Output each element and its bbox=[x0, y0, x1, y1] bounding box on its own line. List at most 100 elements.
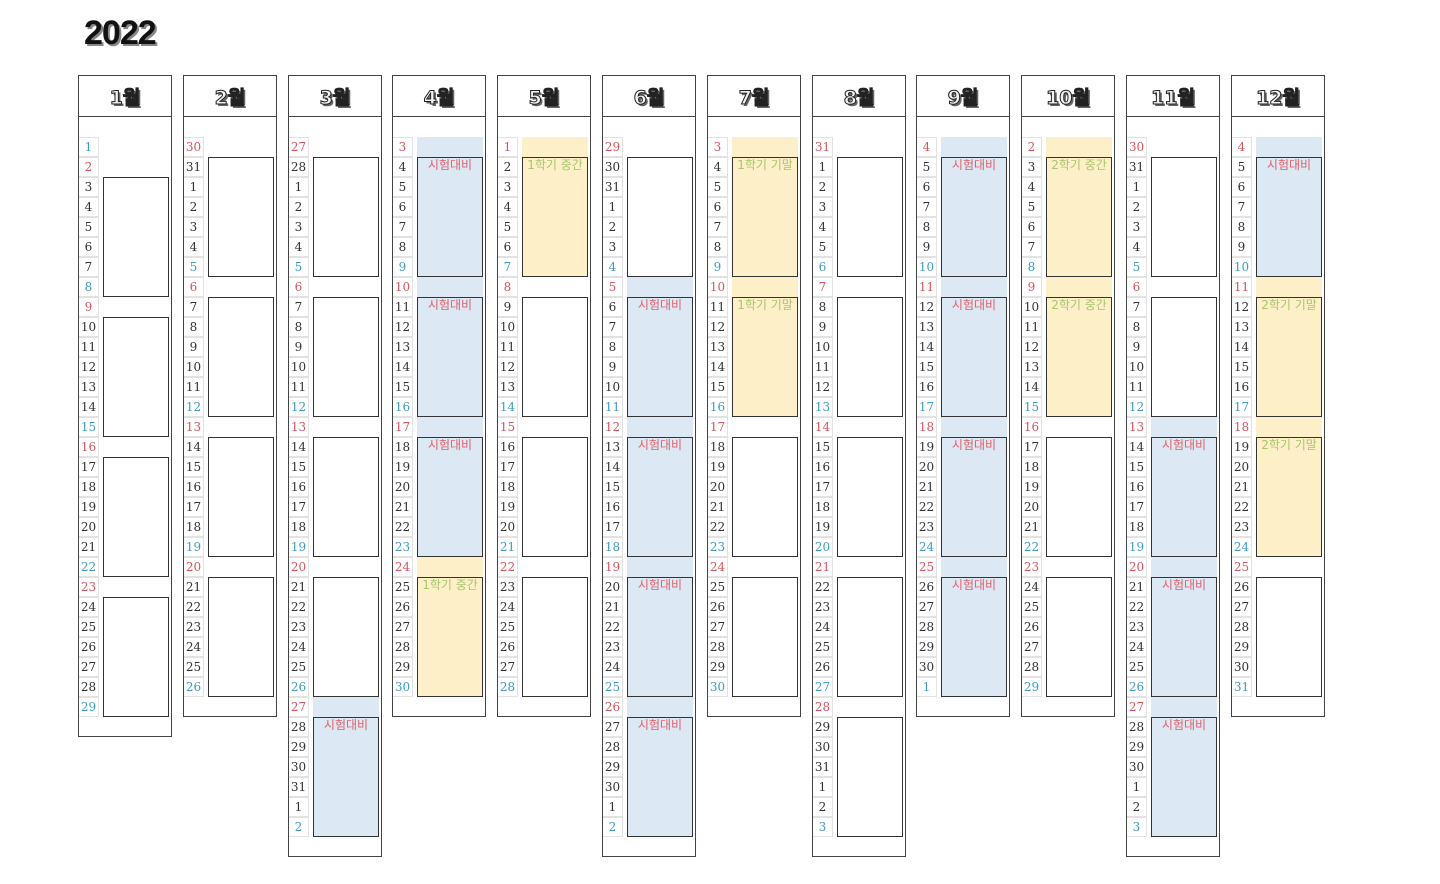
exam-prep-week-box[interactable]: 시험대비 bbox=[417, 157, 483, 277]
week-box[interactable] bbox=[103, 317, 169, 437]
day-cell: 20 bbox=[917, 457, 937, 477]
exam-prep-week-box[interactable]: 시험대비 bbox=[627, 437, 693, 557]
exam-prep-week-box[interactable]: 시험대비 bbox=[941, 157, 1007, 277]
week-box[interactable] bbox=[732, 577, 798, 697]
day-cell: 16 bbox=[1232, 377, 1252, 397]
day-cell: 6 bbox=[813, 257, 833, 277]
exam-prep-week-box[interactable]: 시험대비 bbox=[313, 717, 379, 837]
exam-prep-week-box[interactable]: 시험대비 bbox=[941, 297, 1007, 417]
exam-prep-week-box[interactable]: 시험대비 bbox=[1151, 717, 1217, 837]
day-cell: 29 bbox=[1232, 637, 1252, 657]
week-box[interactable] bbox=[627, 157, 693, 277]
day-cell: 12 bbox=[1127, 397, 1147, 417]
exam-prep-week-box[interactable]: 시험대비 bbox=[417, 437, 483, 557]
day-cell: 17 bbox=[289, 497, 309, 517]
day-cell: 1 bbox=[1127, 177, 1147, 197]
week-box[interactable] bbox=[1046, 437, 1112, 557]
exam-week-box[interactable]: 2학기 중간 bbox=[1046, 297, 1112, 417]
exam-week-box[interactable]: 2학기 중간 bbox=[1046, 157, 1112, 277]
day-cell: 7 bbox=[603, 317, 623, 337]
day-cell: 11 bbox=[498, 337, 518, 357]
week-box[interactable] bbox=[837, 437, 903, 557]
day-cell: 14 bbox=[79, 397, 99, 417]
week-box[interactable] bbox=[103, 597, 169, 717]
day-cell: 11 bbox=[79, 337, 99, 357]
week-box[interactable] bbox=[313, 437, 379, 557]
day-cell: 20 bbox=[813, 537, 833, 557]
day-cell: 10 bbox=[603, 377, 623, 397]
day-cell: 13 bbox=[393, 337, 413, 357]
week-box[interactable] bbox=[732, 437, 798, 557]
day-cell: 1 bbox=[813, 777, 833, 797]
week-box[interactable] bbox=[103, 457, 169, 577]
day-cell: 25 bbox=[603, 677, 623, 697]
day-cell: 5 bbox=[603, 277, 623, 297]
day-cell: 14 bbox=[289, 437, 309, 457]
day-cell: 26 bbox=[498, 637, 518, 657]
exam-week-box[interactable]: 2학기 기말 bbox=[1256, 297, 1322, 417]
week-box[interactable] bbox=[837, 157, 903, 277]
day-cell: 14 bbox=[813, 417, 833, 437]
week-box[interactable] bbox=[1151, 157, 1217, 277]
day-cell: 30 bbox=[1232, 657, 1252, 677]
week-box[interactable] bbox=[837, 297, 903, 417]
week-box[interactable] bbox=[208, 437, 274, 557]
day-cell: 13 bbox=[813, 397, 833, 417]
day-cell: 18 bbox=[603, 537, 623, 557]
exam-prep-week-box[interactable]: 시험대비 bbox=[941, 437, 1007, 557]
exam-week-box[interactable]: 2학기 기말 bbox=[1256, 437, 1322, 557]
day-cell: 11 bbox=[393, 297, 413, 317]
day-cell: 18 bbox=[708, 437, 728, 457]
week-box[interactable] bbox=[837, 717, 903, 837]
exam-prep-week-box[interactable]: 시험대비 bbox=[1151, 577, 1217, 697]
week-box[interactable] bbox=[208, 577, 274, 697]
week-box[interactable] bbox=[313, 297, 379, 417]
day-cell: 15 bbox=[393, 377, 413, 397]
exam-week-box[interactable]: 1학기 기말 bbox=[732, 157, 798, 277]
week-box[interactable] bbox=[522, 297, 588, 417]
day-cell: 1 bbox=[289, 797, 309, 817]
day-cell: 24 bbox=[498, 597, 518, 617]
day-cell: 29 bbox=[1022, 677, 1042, 697]
day-cell: 23 bbox=[917, 517, 937, 537]
week-box[interactable] bbox=[1046, 577, 1112, 697]
week-box[interactable] bbox=[1151, 297, 1217, 417]
day-cell: 11 bbox=[917, 277, 937, 297]
exam-prep-week-box[interactable]: 시험대비 bbox=[627, 577, 693, 697]
day-cell: 12 bbox=[603, 417, 623, 437]
exam-prep-week-box[interactable]: 시험대비 bbox=[1151, 437, 1217, 557]
exam-week-box[interactable]: 1학기 기말 bbox=[732, 297, 798, 417]
day-cell: 20 bbox=[393, 477, 413, 497]
exam-prep-week-box[interactable]: 시험대비 bbox=[417, 297, 483, 417]
week-box[interactable] bbox=[313, 577, 379, 697]
exam-prep-week-box[interactable]: 시험대비 bbox=[941, 577, 1007, 697]
week-box[interactable] bbox=[522, 437, 588, 557]
week-box[interactable] bbox=[313, 157, 379, 277]
exam-week-box[interactable]: 1학기 중간 bbox=[522, 157, 588, 277]
exam-week-box[interactable]: 1학기 중간 bbox=[417, 577, 483, 697]
day-cell: 6 bbox=[184, 277, 204, 297]
day-cell: 31 bbox=[603, 177, 623, 197]
day-cell: 10 bbox=[79, 317, 99, 337]
exam-prep-week-box[interactable]: 시험대비 bbox=[627, 297, 693, 417]
week-box[interactable] bbox=[522, 577, 588, 697]
day-cell: 19 bbox=[79, 497, 99, 517]
exam-prep-week-box[interactable]: 시험대비 bbox=[627, 717, 693, 837]
day-cell: 11 bbox=[1127, 377, 1147, 397]
week-box[interactable] bbox=[208, 157, 274, 277]
week-box[interactable] bbox=[1256, 577, 1322, 697]
day-cell: 18 bbox=[813, 497, 833, 517]
week-box[interactable] bbox=[208, 297, 274, 417]
day-cell: 20 bbox=[603, 577, 623, 597]
day-cell: 24 bbox=[289, 637, 309, 657]
day-cell: 4 bbox=[813, 217, 833, 237]
day-cell: 30 bbox=[603, 157, 623, 177]
day-cell: 14 bbox=[393, 357, 413, 377]
day-cell: 30 bbox=[393, 677, 413, 697]
week-box[interactable] bbox=[837, 577, 903, 697]
exam-prep-week-box[interactable]: 시험대비 bbox=[1256, 157, 1322, 277]
week-box[interactable] bbox=[103, 177, 169, 297]
day-cell: 26 bbox=[1022, 617, 1042, 637]
